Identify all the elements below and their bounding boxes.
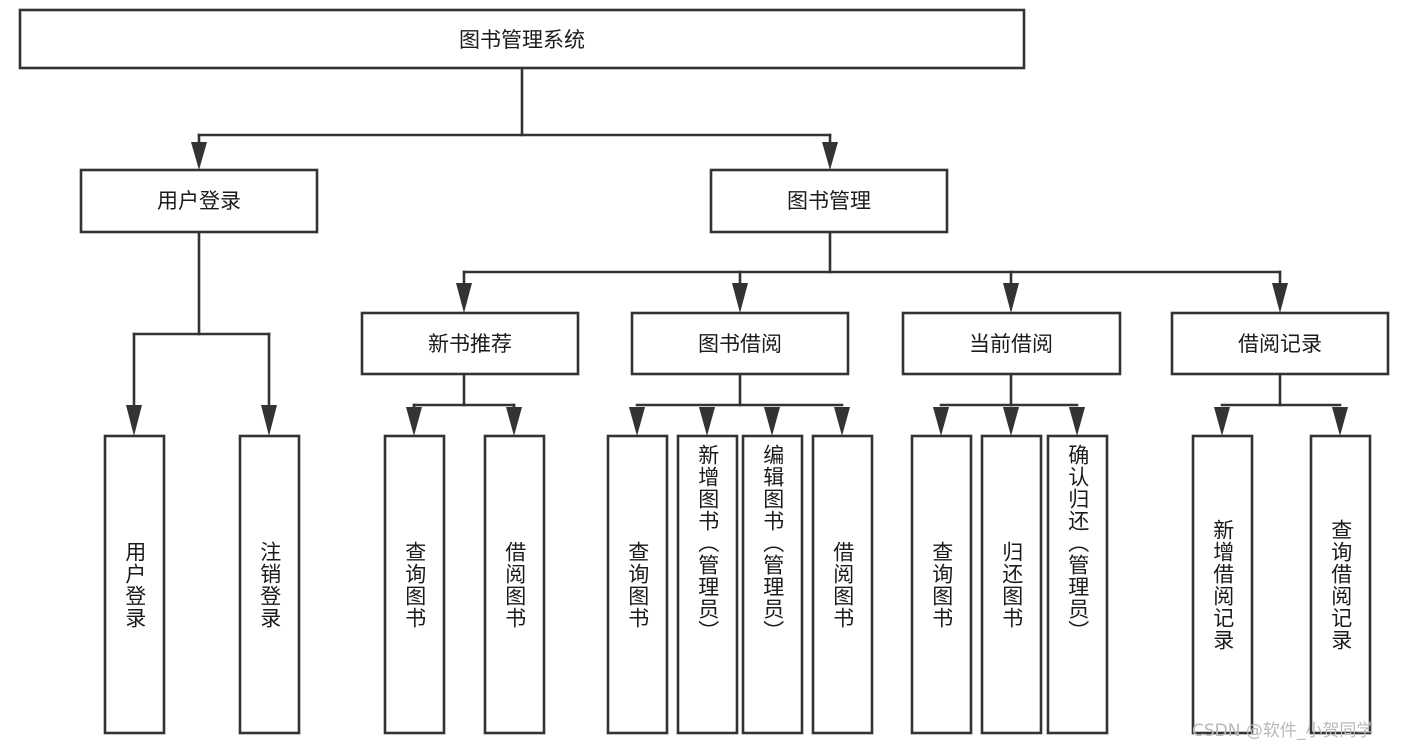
node-box-book-manage[interactable] xyxy=(709,168,949,234)
node-label-current-borrow: 当前借阅 xyxy=(969,332,1053,356)
arrow-head-leaf-2 xyxy=(261,405,277,436)
arrow-head-leaf-5 xyxy=(629,407,645,436)
node-box-leaf-10[interactable] xyxy=(980,434,1043,735)
node-box-leaf-8[interactable] xyxy=(811,434,874,735)
node-box-leaf-5[interactable] xyxy=(606,434,669,735)
node-box-leaf-9[interactable] xyxy=(910,434,973,735)
connector-group-root xyxy=(191,66,838,170)
node-box-book-borrow[interactable] xyxy=(630,311,850,376)
node-box-leaf-12[interactable] xyxy=(1191,434,1254,735)
arrow-head-bookmanage xyxy=(822,142,838,170)
connector-group-bookborrow xyxy=(629,372,850,436)
node-box-leaf-13[interactable] xyxy=(1309,434,1372,735)
node-box-leaf-11[interactable] xyxy=(1046,434,1109,735)
arrow-head-borrowrecord xyxy=(1272,283,1288,313)
node-label-user-login: 用户登录 xyxy=(157,189,241,213)
node-box-leaf-7[interactable] xyxy=(741,434,804,735)
arrow-head-currentborrow xyxy=(1003,283,1019,313)
node-box-leaf-2[interactable] xyxy=(238,434,301,735)
arrow-head-leaf-13 xyxy=(1332,407,1348,436)
node-label-new-book-rec: 新书推荐 xyxy=(428,332,512,356)
node-box-leaf-6[interactable] xyxy=(676,434,739,735)
arrow-head-leaf-12 xyxy=(1214,407,1230,436)
node-label-book-borrow: 图书借阅 xyxy=(698,332,782,356)
arrow-head-leaf-4 xyxy=(506,407,522,436)
arrow-head-userlogin xyxy=(191,142,207,170)
node-box-new-book-rec[interactable] xyxy=(360,311,580,376)
arrow-head-leaf-8 xyxy=(834,407,850,436)
arrow-head-leaf-3 xyxy=(406,407,422,436)
connector-group-newbookrec xyxy=(406,372,522,436)
connector-group-userlogin xyxy=(126,230,277,436)
arrow-head-newbookrec xyxy=(456,283,472,313)
node-label-borrow-record: 借阅记录 xyxy=(1238,332,1322,356)
node-label-root: 图书管理系统 xyxy=(459,28,585,52)
connector-group-bookmanage xyxy=(456,230,1288,313)
arrow-head-leaf-9 xyxy=(933,407,949,436)
node-box-leaf-4[interactable] xyxy=(483,434,546,735)
arrow-head-leaf-1 xyxy=(126,405,142,436)
node-box-leaf-1[interactable] xyxy=(103,434,166,735)
connector-group-borrowrecord xyxy=(1214,372,1348,436)
arrow-head-bookborrow xyxy=(732,283,748,313)
node-box-root[interactable] xyxy=(18,8,1026,70)
connector-group-currentborrow xyxy=(933,372,1085,436)
node-box-leaf-3[interactable] xyxy=(383,434,446,735)
node-box-user-login[interactable] xyxy=(79,168,319,234)
node-box-current-borrow[interactable] xyxy=(901,311,1122,376)
node-label-book-manage: 图书管理 xyxy=(787,189,871,213)
arrow-head-leaf-10 xyxy=(1003,407,1019,436)
node-box-borrow-record[interactable] xyxy=(1170,311,1390,376)
arrow-head-leaf-6 xyxy=(699,407,715,436)
arrow-head-leaf-11 xyxy=(1069,407,1085,436)
arrow-head-leaf-7 xyxy=(764,407,780,436)
